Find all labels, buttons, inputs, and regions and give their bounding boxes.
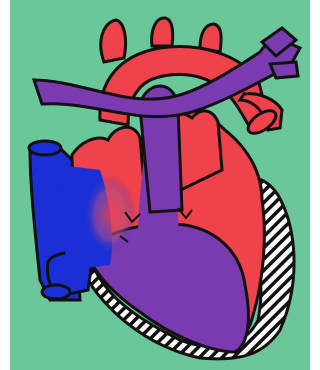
pulmonary-left-branch-stub-2 — [270, 62, 298, 78]
svc-opening — [29, 141, 61, 155]
ivc-opening — [42, 285, 70, 299]
aorta-branch-1 — [101, 20, 126, 62]
aorta-branch-2 — [152, 18, 173, 46]
